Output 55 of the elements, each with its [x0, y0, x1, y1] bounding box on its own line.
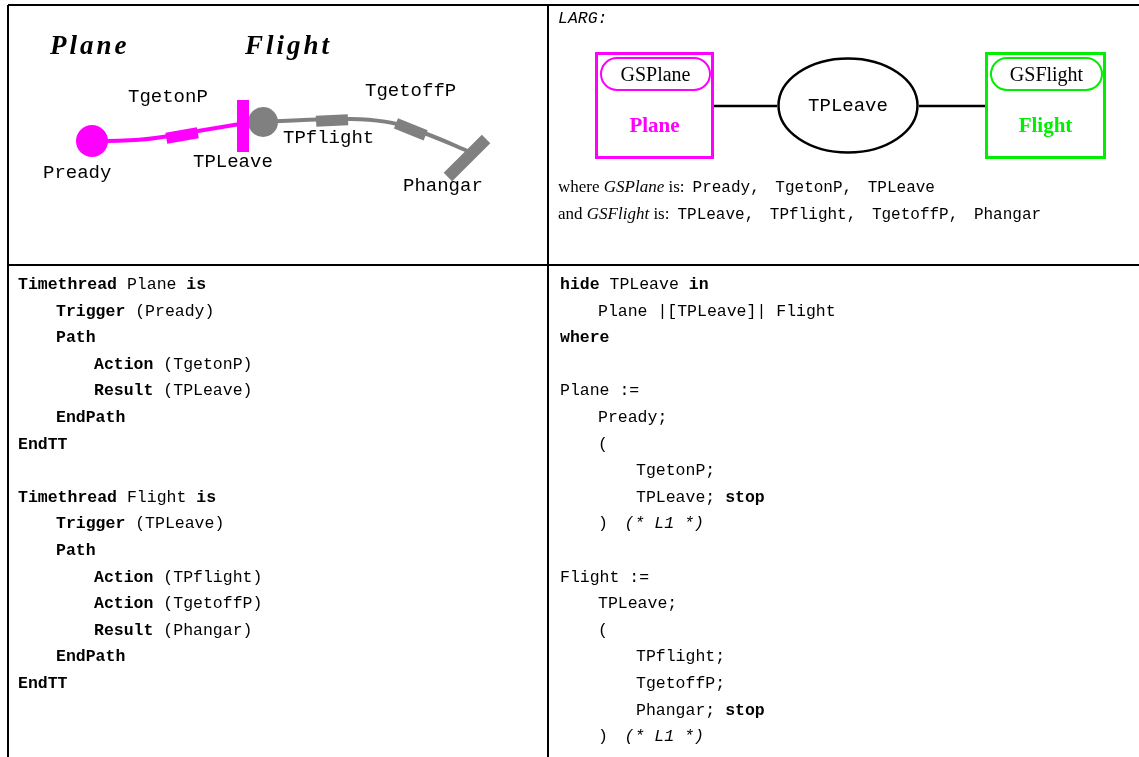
code-comment: (* L1 *) [624, 513, 704, 536]
description-text: where GSPlane is: [558, 177, 685, 196]
group-label: GSPlane [600, 57, 711, 91]
code-line: ( [598, 433, 608, 456]
code-line: TPLeave; stop [636, 486, 765, 509]
code-line: Flight := [560, 566, 650, 589]
code-line: EndPath [56, 646, 126, 669]
code-line: TPflight; [636, 646, 726, 669]
thread-title: Plane [50, 30, 130, 60]
code-line: Timethread Flight is [18, 486, 217, 509]
description-text: and GSFlight is: [558, 204, 670, 223]
code-line: Plane |[TPLeave]| Flight [598, 300, 836, 323]
code-line: TgetoffP; [636, 673, 726, 695]
event-list: TPLeave, TPflight, TgetoffP, Phangar [677, 206, 1042, 224]
path-label: TPflight [283, 127, 375, 149]
code-line: ( [598, 619, 608, 642]
path-label: TgetonP [128, 86, 208, 108]
code-line: Action (TgetonP) [94, 353, 253, 376]
code-line: EndPath [56, 407, 126, 429]
code-line: TPLeave; [598, 593, 678, 616]
connector-line [919, 104, 985, 108]
code-line: EndTT [18, 673, 68, 695]
code-line: where [560, 327, 610, 350]
heading-text: LARG: [558, 8, 608, 30]
code-line: hide TPLeave in [560, 274, 709, 296]
code-line: Path [56, 327, 96, 350]
path-label: Pready [43, 162, 112, 184]
code-line: EndTT [18, 433, 68, 456]
code-line: Phangar; stop [636, 699, 765, 722]
code-line: Result (TPLeave) [94, 380, 253, 403]
code-line: TgetonP; [636, 460, 716, 483]
code-line: Path [56, 540, 96, 562]
code-line: Pready; [598, 407, 668, 429]
component-box [985, 52, 1106, 159]
code-line: Timethread Plane is [18, 274, 207, 296]
code-comment: (* L1 *) [624, 726, 704, 749]
code-line: Action (TgetoffP) [94, 593, 263, 616]
event-list: Pready, TgetonP, TPLeave [692, 179, 935, 197]
path-label: TPLeave [193, 151, 273, 173]
path-label: Phangar [403, 175, 483, 197]
group-label: GSFlight [990, 57, 1103, 91]
component-name: Plane [628, 113, 681, 138]
code-line: ) [598, 513, 608, 536]
component-box [595, 52, 714, 159]
thread-title: Flight [245, 30, 333, 60]
code-line: Trigger (TPLeave) [56, 513, 225, 536]
path-label: TgetoffP [365, 80, 457, 102]
code-line: ) [598, 726, 608, 749]
code-line: Plane := [560, 380, 640, 403]
code-line: Action (TPflight) [94, 566, 263, 589]
connector-line [714, 104, 777, 108]
code-line: Trigger (Pready) [56, 300, 215, 323]
code-line: Result (Phangar) [94, 619, 253, 642]
event-ellipse: TPLeave [777, 57, 919, 154]
component-name: Flight [1017, 113, 1074, 138]
